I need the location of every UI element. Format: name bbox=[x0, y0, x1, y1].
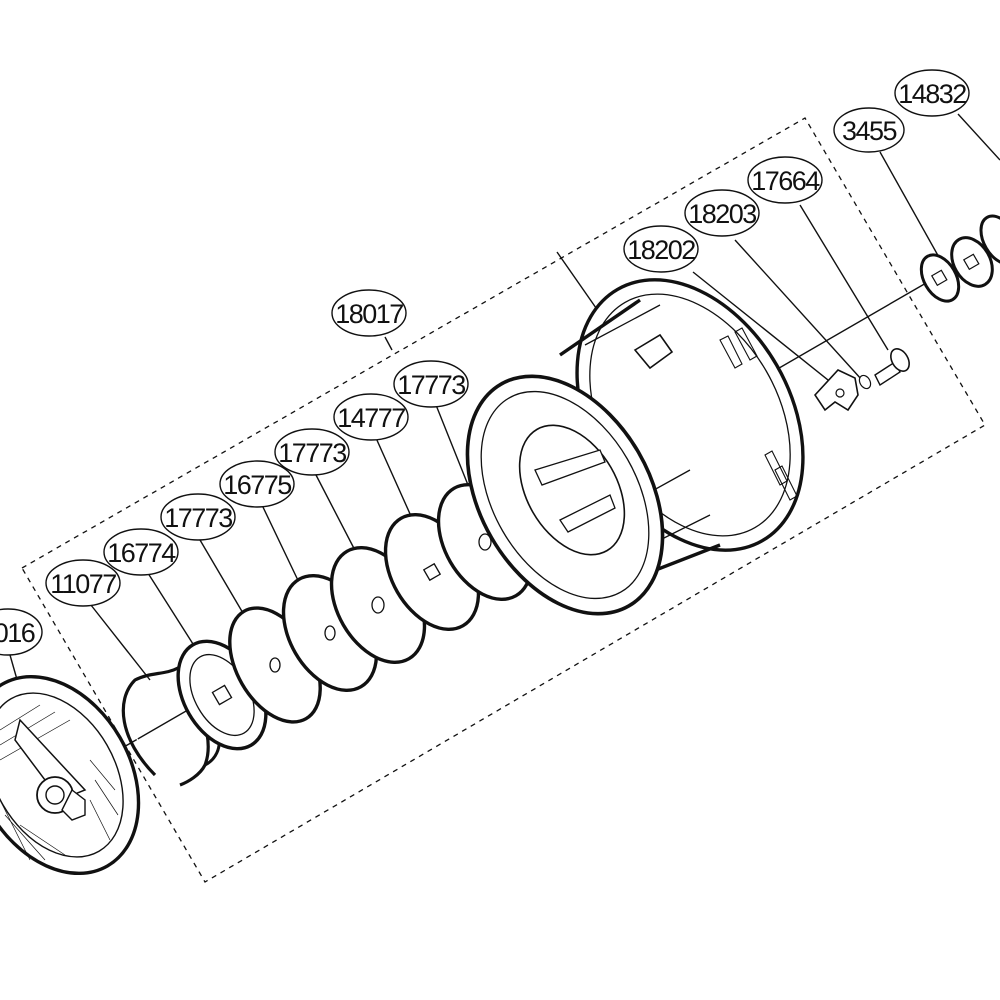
part-label: 17773 bbox=[164, 503, 232, 533]
callout-18202: 18202 bbox=[623, 225, 699, 273]
callout-17664: 17664 bbox=[747, 156, 823, 204]
assembly-boundary bbox=[21, 117, 986, 883]
callout-18016: 016 bbox=[0, 608, 43, 656]
part-label: 16775 bbox=[223, 470, 291, 500]
part-label: 14777 bbox=[337, 403, 405, 433]
part-label: 016 bbox=[0, 618, 35, 648]
callout-16775: 16775 bbox=[219, 460, 295, 508]
callout-18017: 18017 bbox=[331, 289, 407, 337]
drag-knob-part bbox=[0, 674, 141, 876]
washer-14832-part bbox=[950, 214, 1000, 288]
part-label: 17773 bbox=[397, 370, 465, 400]
part-label: 3455 bbox=[842, 116, 897, 146]
part-label: 18202 bbox=[627, 235, 695, 265]
part-label: 14832 bbox=[898, 79, 966, 109]
part-label: 17664 bbox=[751, 166, 820, 196]
callout-3455: 3455 bbox=[833, 107, 905, 153]
callout-17773-back: 17773 bbox=[393, 360, 469, 408]
spool-part bbox=[465, 278, 805, 616]
callout-11077: 11077 bbox=[45, 559, 121, 607]
part-label: 16774 bbox=[107, 538, 176, 568]
callout-17773-middle: 17773 bbox=[274, 428, 350, 476]
part-label: 11077 bbox=[50, 569, 116, 599]
washer-18203-part bbox=[858, 374, 872, 390]
callout-14832: 14832 bbox=[894, 69, 970, 117]
part-label: 18203 bbox=[688, 199, 756, 229]
callout-18203: 18203 bbox=[684, 189, 760, 237]
part-label: 17773 bbox=[278, 438, 346, 468]
washer-3455-part bbox=[919, 253, 961, 303]
part-label: 18017 bbox=[335, 299, 403, 329]
callout-17773-front: 17773 bbox=[160, 493, 236, 541]
part-callouts: 14832 3455 17664 18203 18202 18017 17773 bbox=[0, 69, 970, 656]
screw-17664-part bbox=[874, 348, 910, 387]
callout-14777: 14777 bbox=[333, 393, 409, 441]
bracket-18202-part bbox=[813, 369, 859, 412]
callout-16774: 16774 bbox=[103, 528, 179, 576]
